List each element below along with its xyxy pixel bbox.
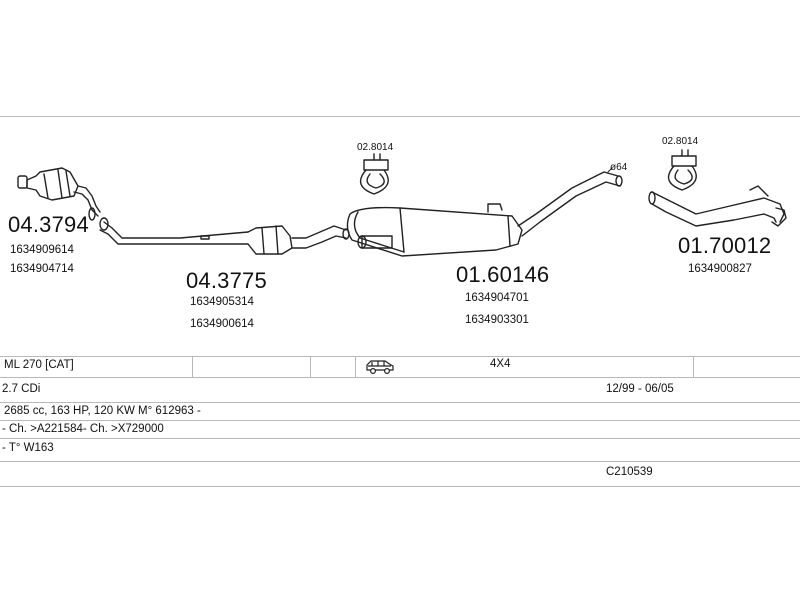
table-col-sep-4 <box>693 356 694 377</box>
middle-muffler <box>346 167 623 257</box>
top-divider <box>0 116 800 117</box>
vehicle-period: 12/99 - 06/05 <box>606 383 674 395</box>
part-code-3: 01.60146 <box>456 262 550 287</box>
exhaust-diagram <box>17 149 787 257</box>
clamp-label-left: 02.8014 <box>357 142 394 153</box>
part-ref-4a: 1634900827 <box>688 263 752 275</box>
table-line-5 <box>0 461 800 462</box>
part-ref-1b: 1634904714 <box>10 263 74 275</box>
vehicle-type: - T° W163 <box>2 442 54 454</box>
table-line-1 <box>0 377 800 378</box>
part-ref-2a: 1634905314 <box>190 296 254 308</box>
part-ref-3a: 1634904701 <box>465 292 529 304</box>
tail-pipe <box>648 185 787 227</box>
table-col-sep-3 <box>355 356 356 377</box>
table-line-2 <box>0 402 800 403</box>
part-code-4: 01.70012 <box>678 233 772 258</box>
vehicle-model: ML 270 [CAT] <box>4 359 74 371</box>
vehicle-engine: 2.7 CDi <box>2 383 41 395</box>
vehicle-specs: 2685 cc, 163 HP, 120 KW M° 612963 - <box>4 405 201 417</box>
table-bottom-line <box>0 486 800 487</box>
vehicle-drive: 4X4 <box>490 358 511 370</box>
table-line-3 <box>0 420 800 421</box>
part-ref-2b: 1634900614 <box>190 318 254 330</box>
table-col-sep-2 <box>310 356 311 377</box>
vehicle-chassis: - Ch. >A221584- Ch. >X729000 <box>2 423 164 435</box>
part-code-2: 04.3775 <box>186 268 267 293</box>
part-ref-3b: 1634903301 <box>465 314 529 326</box>
clamp-label-right: 02.8014 <box>662 136 699 147</box>
part-code-1: 04.3794 <box>8 212 89 237</box>
table-top-line <box>0 356 800 357</box>
clamp-right <box>667 149 697 191</box>
front-pipe-with-catalyst <box>99 217 350 255</box>
catalog-code: C210539 <box>606 466 653 478</box>
table-line-4 <box>0 438 800 439</box>
part-ref-1a: 1634909614 <box>10 244 74 256</box>
pipe-diameter-label: ø64 <box>610 162 628 173</box>
clamp-left <box>359 153 389 195</box>
suv-icon <box>366 360 394 375</box>
table-col-sep-1 <box>192 356 193 377</box>
catalytic-converter-front <box>17 167 101 221</box>
